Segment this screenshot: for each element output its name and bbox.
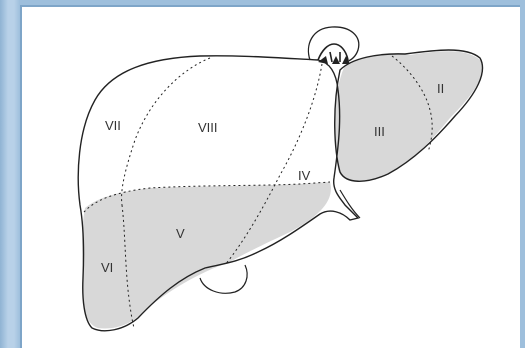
shaded-region-lower-right-lobe [82,182,331,328]
ligament-outline [340,190,360,218]
segment-label-viii: VIII [198,120,218,135]
vein-entry-right [342,56,350,64]
vein-entry-mid [332,56,340,64]
segment-label-v: V [176,226,185,241]
boundary-vii-viii [122,58,210,205]
segment-label-iv: IV [298,168,311,183]
segment-label-iii: III [374,124,385,139]
segment-label-vi: VI [101,260,113,275]
segment-label-ii: II [437,81,444,96]
segment-label-vii: VII [105,118,121,133]
